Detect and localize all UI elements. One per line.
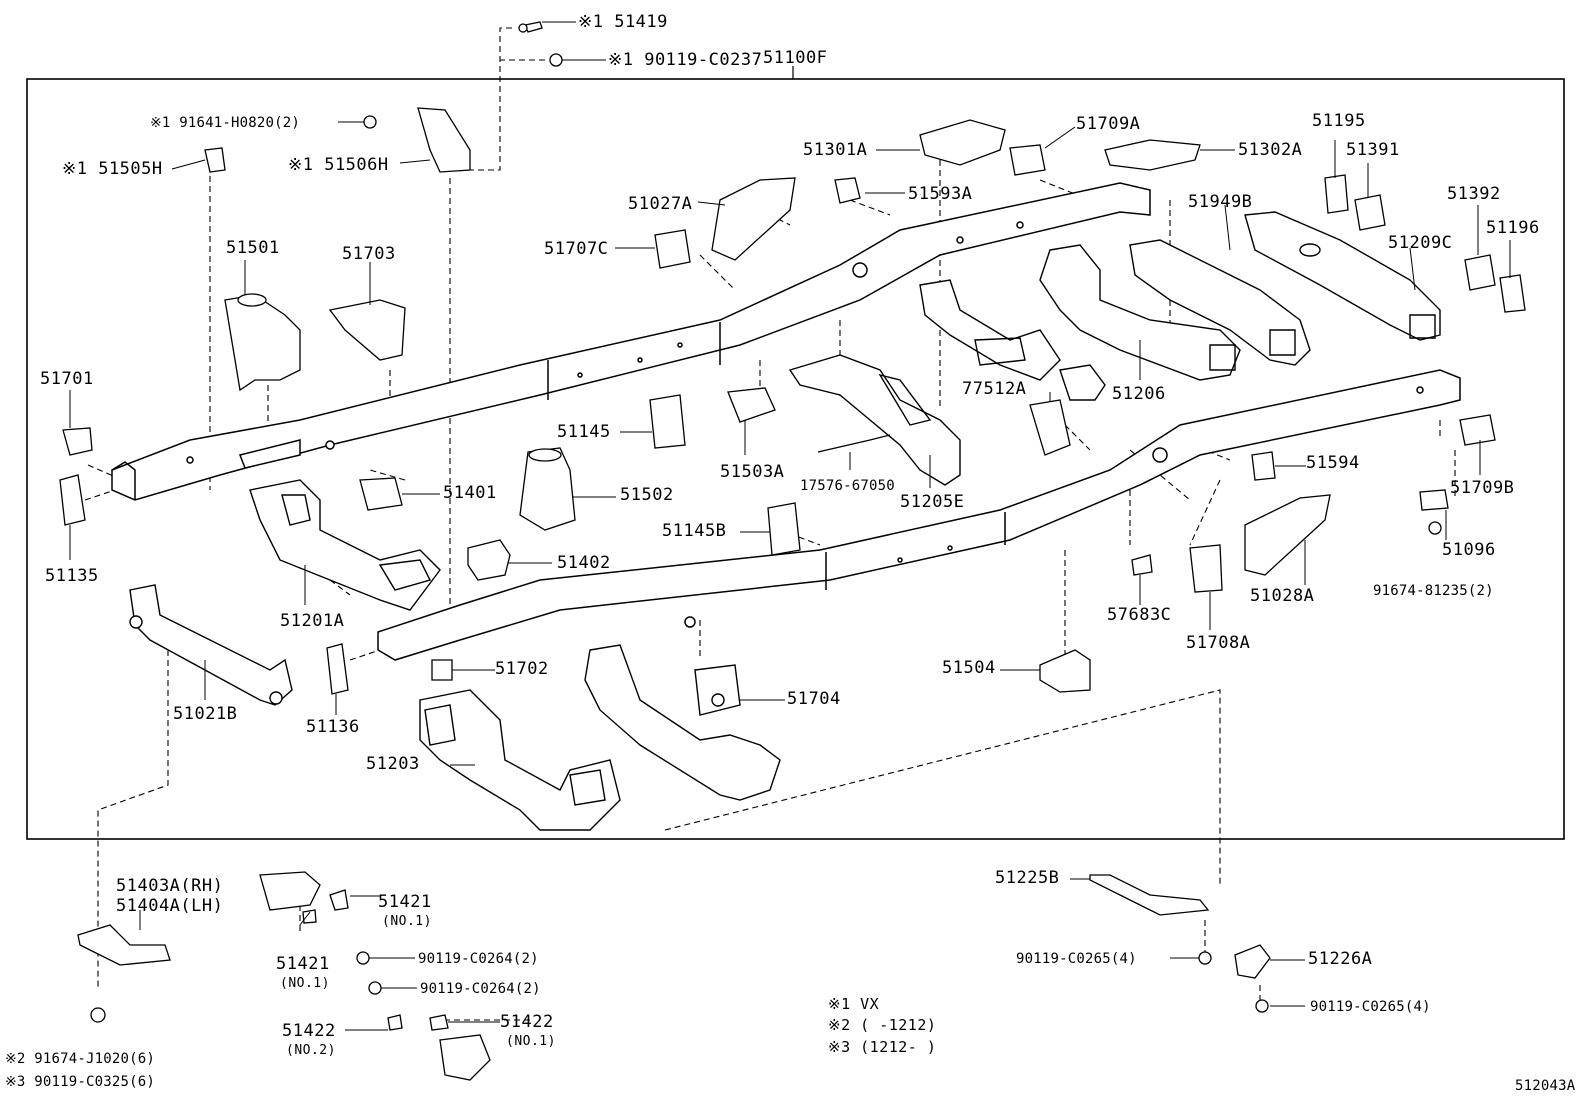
label-51421-a[interactable]: 51421 [378, 892, 432, 912]
label-57683C[interactable]: 57683C [1107, 605, 1172, 625]
label-51594[interactable]: 51594 [1306, 453, 1360, 473]
label-51302A[interactable]: 51302A [1238, 140, 1303, 160]
label-90119-C0237[interactable]: ※1 90119-C0237 [608, 50, 763, 70]
label-51206[interactable]: 51206 [1112, 384, 1166, 404]
label-51701[interactable]: 51701 [40, 369, 94, 389]
label-51501[interactable]: 51501 [226, 238, 280, 258]
label-51502[interactable]: 51502 [620, 485, 674, 505]
label-51028A[interactable]: 51028A [1250, 586, 1315, 606]
label-51403A[interactable]: 51403A(RH) [116, 876, 224, 896]
label-51709A[interactable]: 51709A [1076, 114, 1141, 134]
label-77512A[interactable]: 77512A [962, 379, 1027, 399]
label-90119-C0264-a[interactable]: 90119-C0264(2) [418, 951, 539, 967]
label-51201A[interactable]: 51201A [280, 611, 345, 631]
lower-side-rail [377, 369, 1461, 661]
label-51422-b-sub: (NO.1) [506, 1034, 556, 1049]
small-brackets [59, 21, 1526, 1081]
label-51419[interactable]: ※1 51419 [578, 12, 668, 32]
label-51421-b[interactable]: 51421 [276, 954, 330, 974]
label-51205E[interactable]: 51205E [900, 492, 965, 512]
label-51209C[interactable]: 51209C [1388, 233, 1453, 253]
crossmember-51203 [419, 689, 621, 831]
label-51505H[interactable]: ※1 51505H [62, 159, 163, 179]
label-51703[interactable]: 51703 [342, 244, 396, 264]
label-51145B[interactable]: 51145B [662, 521, 727, 541]
label-91641-H0820[interactable]: ※1 91641-H0820(2) [150, 115, 300, 131]
label-51421-b-sub: (NO.1) [280, 976, 330, 991]
upper-side-rail [111, 182, 1151, 501]
label-51226A[interactable]: 51226A [1308, 949, 1373, 969]
label-51704[interactable]: 51704 [787, 689, 841, 709]
crossmember-51021B [129, 584, 293, 706]
solid-leaders [69, 21, 1511, 1031]
label-51702[interactable]: 51702 [495, 659, 549, 679]
label-51401[interactable]: 51401 [443, 483, 497, 503]
label-51392[interactable]: 51392 [1447, 184, 1501, 204]
label-51301A[interactable]: 51301A [803, 140, 868, 160]
label-51506H[interactable]: ※1 51506H [288, 155, 389, 175]
label-51949B[interactable]: 51949B [1188, 192, 1253, 212]
label-51402[interactable]: 51402 [557, 553, 611, 573]
crossmember-51704 [584, 644, 781, 801]
diagram-code: 512043A [1515, 1078, 1576, 1094]
label-51421-a-sub: (NO.1) [382, 914, 432, 929]
crossmember-51206 [1039, 244, 1241, 381]
label-17576-67050[interactable]: 17576-67050 [800, 478, 895, 494]
crossmember-51949B [1129, 239, 1311, 366]
label-assembly-51100F[interactable]: 51100F [763, 48, 828, 68]
label-51593A[interactable]: 51593A [908, 184, 973, 204]
note-2: ※2 ( -1212) [828, 1016, 937, 1034]
label-91674-81235[interactable]: 91674-81235(2) [1373, 583, 1494, 599]
label-51136[interactable]: 51136 [306, 717, 360, 737]
label-51709B[interactable]: 51709B [1450, 478, 1515, 498]
label-90119-C0265-b[interactable]: 90119-C0265(4) [1310, 999, 1431, 1015]
label-51422-a-sub: (NO.2) [286, 1043, 336, 1058]
label-51391[interactable]: 51391 [1346, 140, 1400, 160]
label-51503A[interactable]: 51503A [720, 462, 785, 482]
label-51422-b[interactable]: 51422 [500, 1012, 554, 1032]
label-51422-a[interactable]: 51422 [282, 1021, 336, 1041]
label-51225B[interactable]: 51225B [995, 868, 1060, 888]
assembly-border [26, 78, 1565, 840]
label-51145[interactable]: 51145 [557, 422, 611, 442]
label-90119-C0265-a[interactable]: 90119-C0265(4) [1016, 951, 1137, 967]
label-91674-J1020[interactable]: ※2 91674-J1020(6) [5, 1051, 155, 1067]
label-51707C[interactable]: 51707C [544, 239, 609, 259]
label-51135[interactable]: 51135 [45, 566, 99, 586]
label-51096[interactable]: 51096 [1442, 540, 1496, 560]
label-51708A[interactable]: 51708A [1186, 633, 1251, 653]
crossmember-51205E [788, 354, 961, 486]
label-51404A[interactable]: 51404A(LH) [116, 896, 224, 916]
label-51196[interactable]: 51196 [1486, 218, 1540, 238]
label-51504[interactable]: 51504 [942, 658, 996, 678]
label-51027A[interactable]: 51027A [628, 194, 693, 214]
label-51195[interactable]: 51195 [1312, 111, 1366, 131]
crossmember-51209C [1244, 211, 1441, 341]
label-51203[interactable]: 51203 [366, 754, 420, 774]
label-90119-C0325[interactable]: ※3 90119-C0325(6) [5, 1074, 155, 1090]
label-51021B[interactable]: 51021B [173, 704, 238, 724]
label-90119-C0264-b[interactable]: 90119-C0264(2) [420, 981, 541, 997]
note-3: ※3 (1212- ) [828, 1038, 937, 1056]
spare-tire-bracket [919, 279, 1106, 401]
note-1: ※1 VX [828, 995, 880, 1013]
crossmember-51201A [249, 479, 441, 611]
